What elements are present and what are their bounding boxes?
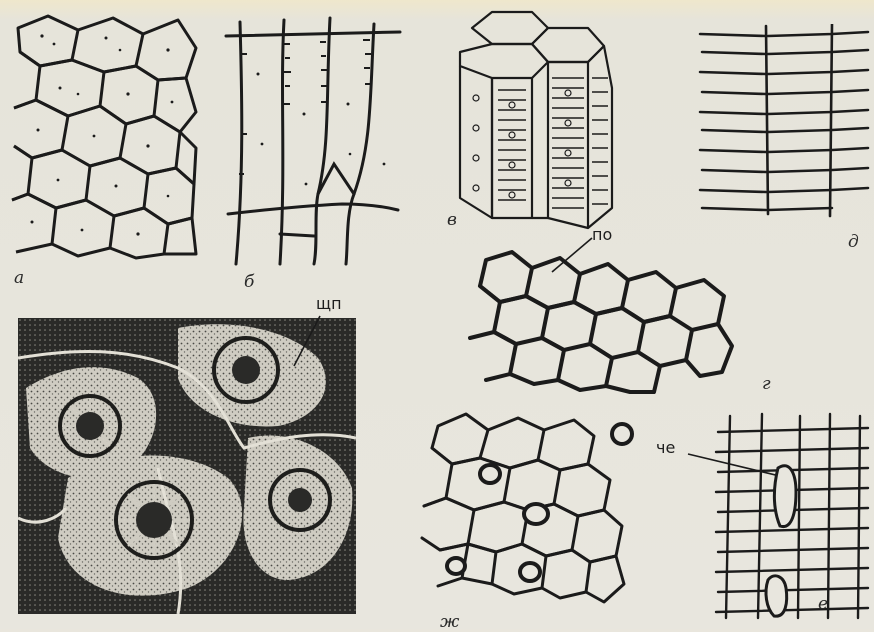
panel-g-hexagonal-net xyxy=(456,246,746,396)
prism-cells-drawing xyxy=(452,8,622,238)
panel-d-grid-cells xyxy=(696,24,871,219)
annotation-shchp: щп xyxy=(316,296,342,312)
label-g: г xyxy=(762,376,771,393)
label-b: б xyxy=(244,274,254,291)
parenchyma-drawing xyxy=(8,8,198,263)
pointer-line-shchp xyxy=(284,312,324,372)
elongated-cells-drawing xyxy=(222,14,402,269)
annotation-che: че xyxy=(656,440,675,456)
grid-cells-drawing xyxy=(696,24,871,219)
label-e: е xyxy=(818,596,828,613)
grid-with-pits-drawing xyxy=(712,412,872,620)
label-v: в xyxy=(447,212,457,229)
panel-v-prism-cells xyxy=(452,8,622,238)
panel-grid-with-pits xyxy=(712,412,872,620)
panel-zh-stomata-network xyxy=(418,406,638,612)
stomata-network-drawing xyxy=(418,406,638,612)
panel-a-parenchyma xyxy=(8,8,198,263)
label-d: д xyxy=(848,234,859,251)
hexagonal-net-drawing xyxy=(456,246,746,396)
label-zh: ж xyxy=(440,614,459,631)
panel-b-elongated-cells xyxy=(222,14,402,269)
label-a: а xyxy=(14,270,24,287)
